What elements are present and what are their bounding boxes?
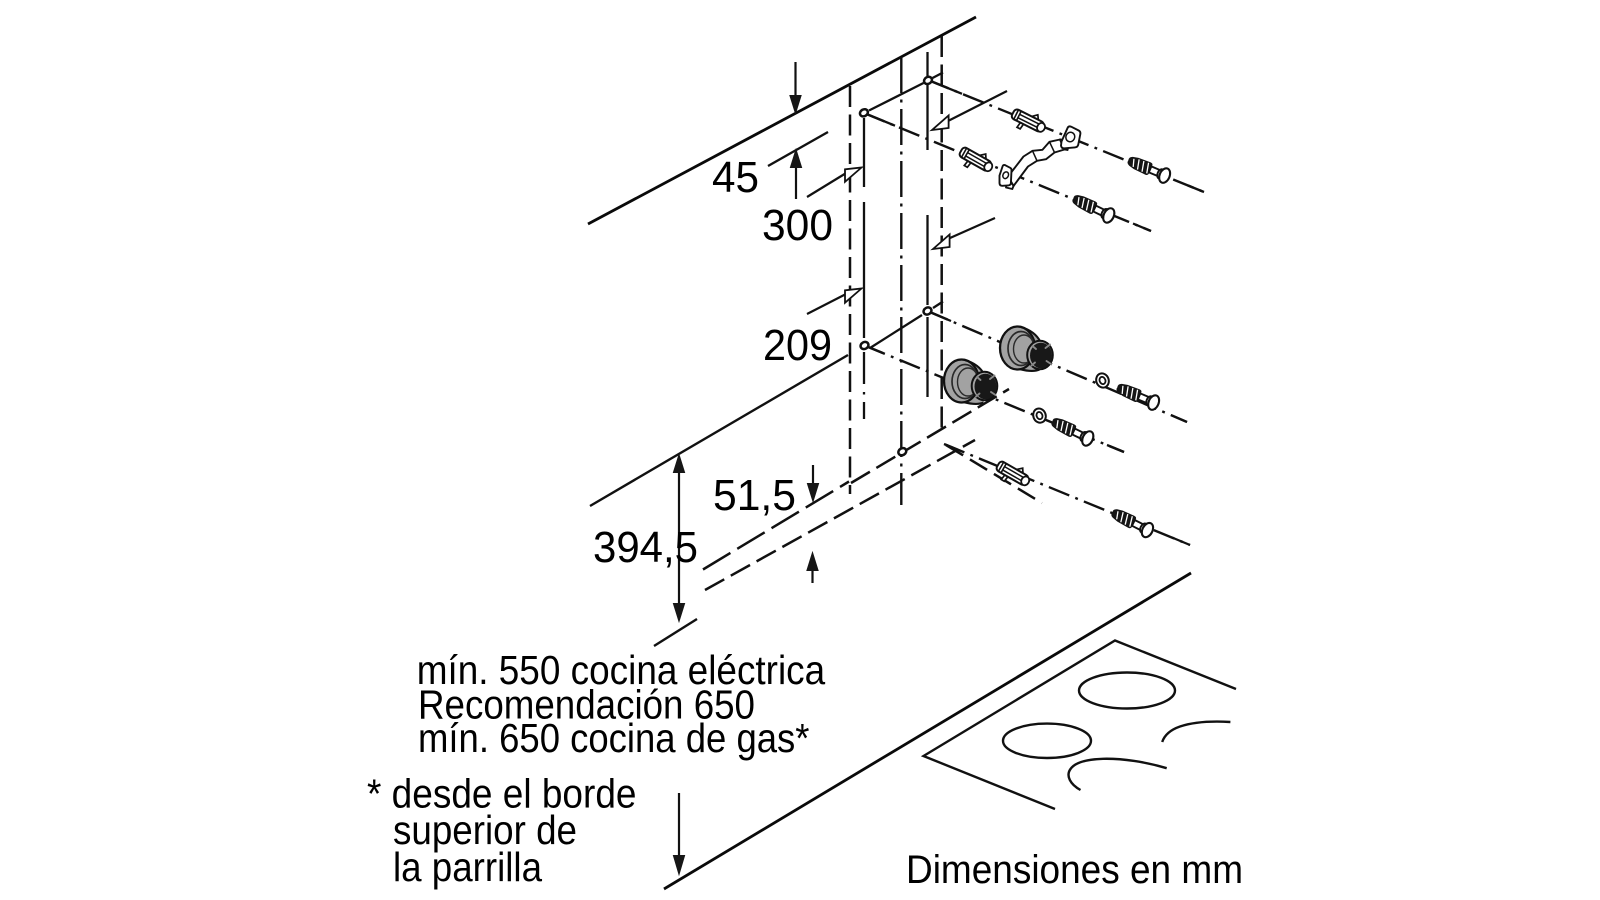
svg-text:300: 300 (762, 201, 833, 250)
svg-text:394,5: 394,5 (593, 523, 698, 572)
svg-text:45: 45 (712, 153, 759, 202)
svg-text:* desde el borde: * desde el borde (367, 771, 637, 817)
svg-text:la parrilla: la parrilla (393, 844, 542, 890)
svg-text:Recomendación 650: Recomendación 650 (418, 682, 755, 728)
svg-text:209: 209 (763, 321, 832, 370)
svg-text:Dimensiones en mm: Dimensiones en mm (906, 848, 1243, 892)
svg-text:mín. 650 cocina de gas*: mín. 650 cocina de gas* (418, 715, 810, 761)
svg-text:superior de: superior de (393, 807, 577, 853)
svg-text:51,5: 51,5 (713, 471, 796, 520)
svg-text:mín. 550 cocina eléctrica: mín. 550 cocina eléctrica (417, 647, 826, 693)
